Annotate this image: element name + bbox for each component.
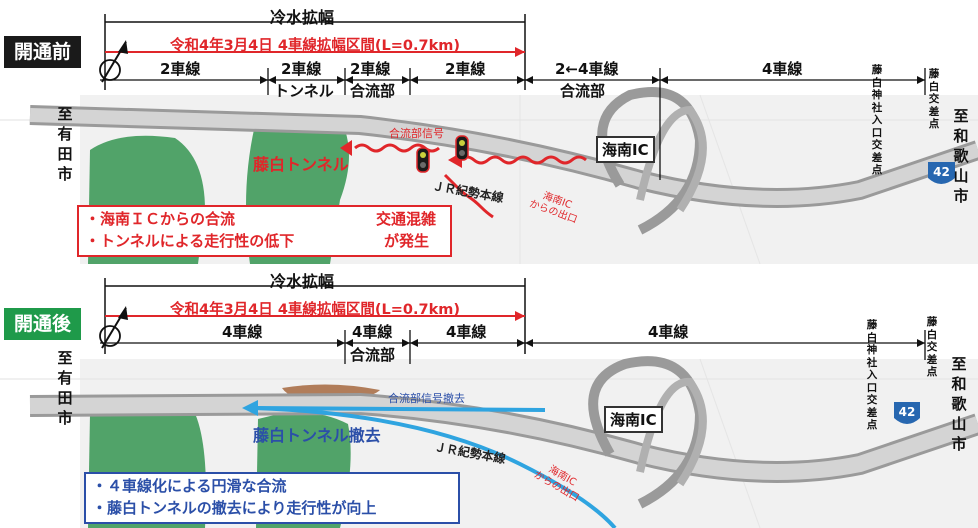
after-sub-merge: 合流部 <box>350 346 396 364</box>
route-42-shield-icon: 42 <box>928 162 955 184</box>
before-seg-4: 2車線 <box>445 60 486 78</box>
before-note-2: ・トンネルによる走行性の低下 <box>85 232 295 250</box>
after-seg-1: 4車線 <box>222 323 263 341</box>
before-seg-5: 2←4車線 <box>555 60 619 78</box>
before-result-1: 交通混雑 <box>376 210 437 228</box>
route-42-shield-icon: 42 <box>894 402 920 424</box>
after-note-1: ・４車線化による円滑な合流 <box>92 477 287 495</box>
before-left-place: 至有田市 <box>57 105 73 183</box>
before-notes-box: ・海南ＩＣからの合流 ・トンネルによる走行性の低下 交通混雑 が発生 <box>77 205 452 257</box>
before-seg-3: 2車線 <box>350 60 391 78</box>
after-left-place: 至有田市 <box>57 349 73 427</box>
before-signal-label: 合流部信号 <box>389 127 444 140</box>
before-seg-2: 2車線 <box>281 60 322 78</box>
before-intersection-fujishiro: 藤白交差点 <box>928 68 940 130</box>
svg-text:42: 42 <box>933 165 950 179</box>
after-intersection-fujishiro: 藤白交差点 <box>926 316 938 378</box>
after-note-2: ・藤白トンネルの撤去により走行性が向上 <box>92 499 377 517</box>
before-intersection-shrine: 藤白神社入口交差点 <box>871 64 883 176</box>
before-ic-label: 海南IC <box>596 136 655 163</box>
after-seg-2: 4車線 <box>352 323 393 341</box>
before-seg-1: 2車線 <box>160 60 201 78</box>
north-arrow-icon <box>99 40 128 83</box>
before-sub-merge-2: 合流部 <box>560 82 606 100</box>
before-sub-tunnel: トンネル <box>274 82 334 100</box>
after-top-title: 冷水拡幅 <box>270 272 335 291</box>
before-tunnel-label: 藤白トンネル <box>253 155 349 174</box>
after-intersection-shrine: 藤白神社入口交差点 <box>866 319 878 431</box>
after-badge: 開通後 <box>4 308 82 340</box>
after-tunnel-label: 藤白トンネル撤去 <box>253 426 381 445</box>
north-arrow-icon <box>99 306 128 349</box>
before-top-title: 冷水拡幅 <box>270 8 335 27</box>
after-notes-box: ・４車線化による円滑な合流 ・藤白トンネルの撤去により走行性が向上 <box>84 472 460 524</box>
before-badge: 開通前 <box>4 36 82 68</box>
before-red-title: 令和4年3月4日 4車線拡幅区間(L=0.7km) <box>170 38 460 54</box>
before-panel: 42 開通前 冷水拡幅 令和4年3月4日 4車線拡幅区間(L=0.7km) 2車… <box>0 8 978 264</box>
svg-text:42: 42 <box>899 405 916 419</box>
after-seg-4: 4車線 <box>648 323 689 341</box>
after-red-title: 令和4年3月4日 4車線拡幅区間(L=0.7km) <box>170 302 460 318</box>
before-result-2: が発生 <box>384 232 430 250</box>
after-seg-3: 4車線 <box>446 323 487 341</box>
before-seg-6: 4車線 <box>762 60 803 78</box>
traffic-signal-icon <box>416 135 469 173</box>
before-sub-merge-1: 合流部 <box>350 82 396 100</box>
after-right-place: 至和歌山市 <box>951 355 967 453</box>
before-note-1: ・海南ＩＣからの合流 <box>85 210 236 228</box>
after-ic-label: 海南IC <box>604 406 663 433</box>
after-signal-label: 合流部信号撤去 <box>388 392 465 405</box>
after-panel: 42 開通後 冷水拡幅 令和4年3月4日 4車線拡幅区間(L=0.7km) 4車… <box>0 264 978 528</box>
before-right-place: 至和歌山市 <box>953 107 969 205</box>
